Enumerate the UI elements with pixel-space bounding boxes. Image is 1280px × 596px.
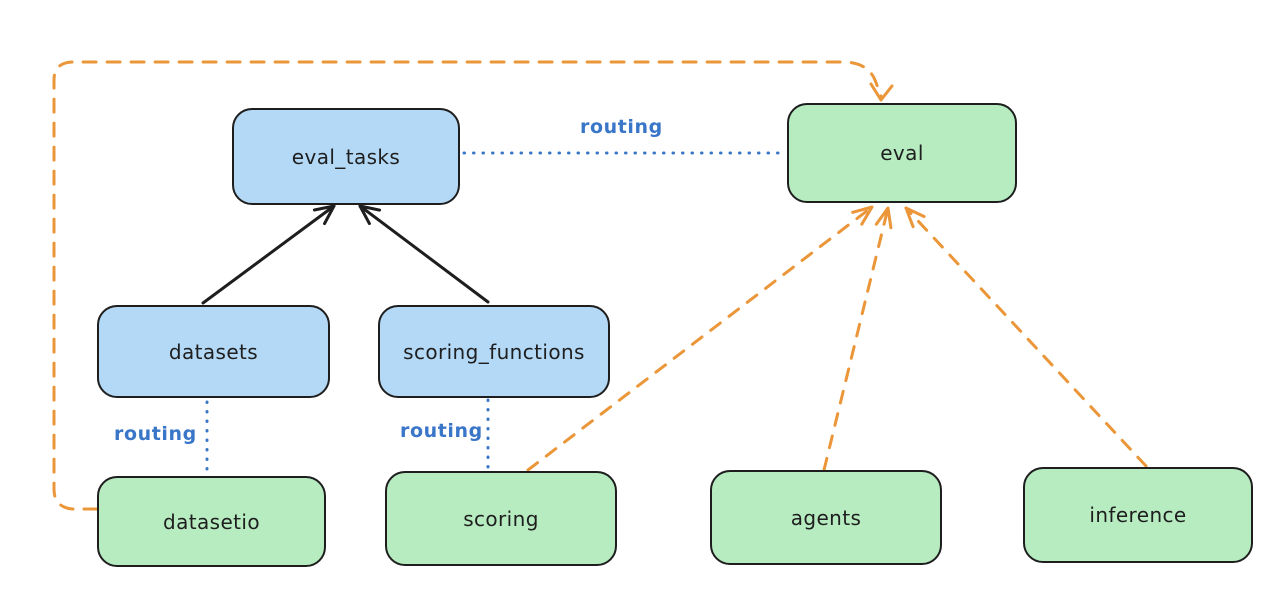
node-label: datasetio [162, 509, 260, 534]
node-inference: inference [1023, 467, 1253, 563]
edge-datasetio-eval-arrow [52, 60, 894, 511]
node-eval: eval [787, 103, 1017, 203]
node-datasetio: datasetio [97, 476, 326, 567]
edge-scoring-eval-arrow [526, 205, 874, 472]
edge-label-routing-top: routing [580, 116, 663, 138]
node-label: eval_tasks [291, 144, 401, 169]
node-label: agents [790, 505, 862, 530]
edge-inference-eval-arrow [904, 206, 1148, 468]
edge-label-routing-left: routing [114, 423, 197, 445]
node-label: inference [1089, 503, 1187, 527]
node-label: datasets [168, 339, 259, 364]
node-scoring: scoring [385, 471, 617, 566]
node-label: scoring_functions [403, 339, 585, 364]
edge-label-routing-middle: routing [400, 420, 483, 442]
node-eval-tasks: eval_tasks [232, 108, 460, 205]
node-label: eval [880, 141, 924, 165]
node-agents: agents [710, 470, 942, 565]
edge-scoring_functions-eval_tasks-arrow [358, 204, 490, 304]
edge-datasets-eval_tasks-arrow [201, 204, 336, 305]
node-datasets: datasets [97, 305, 330, 398]
node-label: scoring [463, 506, 539, 531]
node-scoring-functions: scoring_functions [378, 305, 610, 398]
edge-agents-eval-arrow [822, 206, 893, 472]
